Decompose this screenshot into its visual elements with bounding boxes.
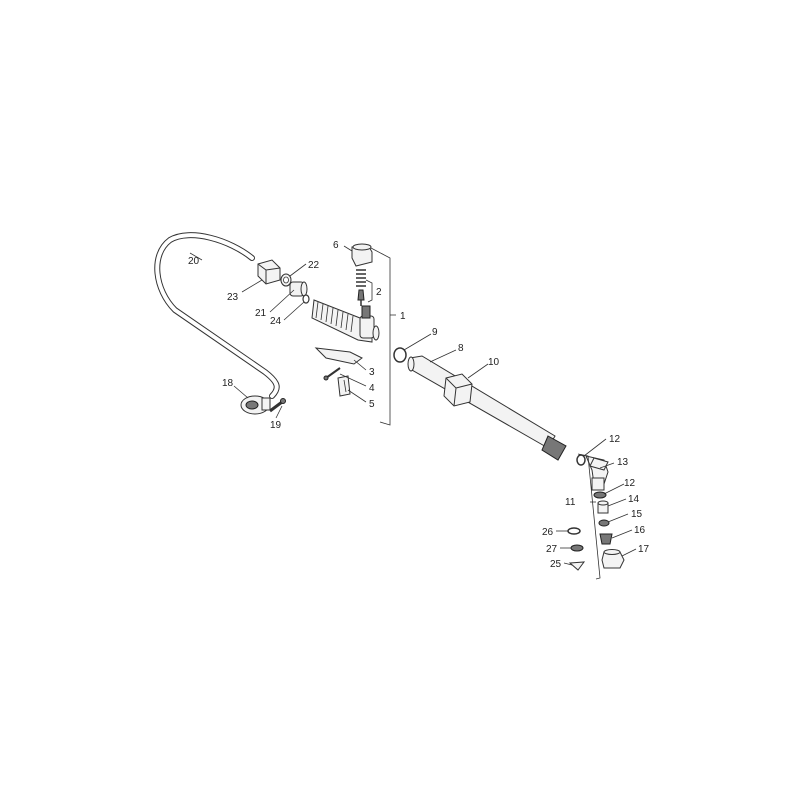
label-part-12-lower: 12 bbox=[624, 478, 636, 489]
label-part-25: 25 bbox=[550, 559, 562, 570]
label-part-5: 5 bbox=[369, 399, 375, 410]
part-3-trigger bbox=[314, 347, 363, 365]
part-labels: 6 20 22 2 23 21 1 24 9 8 10 3 18 4 5 19 … bbox=[188, 240, 650, 570]
part-2-spring bbox=[356, 269, 366, 306]
label-part-19: 19 bbox=[270, 420, 282, 431]
part-26-oring bbox=[567, 527, 581, 535]
part-20-hose bbox=[154, 232, 280, 399]
part-9-washer bbox=[393, 347, 407, 363]
label-part-20: 20 bbox=[188, 256, 200, 267]
part-21-fitting bbox=[289, 281, 308, 297]
part-22-ring bbox=[280, 273, 292, 287]
part-5-clip bbox=[337, 375, 351, 397]
part-8-lance bbox=[407, 355, 567, 461]
part-12-oring-lower bbox=[593, 491, 607, 499]
assembly-11-bracket bbox=[577, 453, 601, 580]
label-part-8: 8 bbox=[458, 343, 464, 354]
part-18-clamp bbox=[240, 395, 271, 415]
label-part-11: 11 bbox=[565, 497, 576, 508]
label-part-21: 21 bbox=[255, 308, 267, 319]
part-23-nut bbox=[257, 259, 281, 285]
label-part-27: 27 bbox=[546, 544, 558, 555]
label-part-18: 18 bbox=[222, 378, 234, 389]
leader-lines bbox=[189, 245, 637, 566]
label-part-9: 9 bbox=[432, 327, 438, 338]
label-part-15: 15 bbox=[631, 509, 643, 520]
label-part-6: 6 bbox=[333, 240, 339, 251]
part-10-nut bbox=[443, 373, 473, 407]
part-27-oring bbox=[570, 544, 584, 552]
label-part-26: 26 bbox=[542, 527, 554, 538]
label-part-3: 3 bbox=[369, 367, 375, 378]
label-part-13: 13 bbox=[617, 457, 629, 468]
trigger-handle-body bbox=[311, 299, 380, 343]
part-6-cap bbox=[351, 243, 373, 267]
label-part-4: 4 bbox=[369, 383, 375, 394]
part-24-oring bbox=[302, 294, 310, 304]
part-16-cone bbox=[599, 533, 613, 545]
label-part-16: 16 bbox=[634, 525, 646, 536]
label-part-1: 1 bbox=[400, 311, 406, 322]
part-14-tip bbox=[597, 500, 609, 514]
part-12-oring-upper bbox=[576, 454, 586, 466]
label-part-14: 14 bbox=[628, 494, 640, 505]
label-part-10: 10 bbox=[488, 357, 500, 368]
label-part-22: 22 bbox=[308, 260, 320, 271]
label-part-24: 24 bbox=[270, 316, 282, 327]
label-part-2: 2 bbox=[376, 287, 382, 298]
part-25-seal bbox=[568, 561, 586, 571]
label-part-17: 17 bbox=[638, 544, 650, 555]
label-part-12-upper: 12 bbox=[609, 434, 621, 445]
part-2-bracket bbox=[365, 279, 373, 303]
part-15-washer bbox=[598, 519, 610, 527]
label-part-23: 23 bbox=[227, 292, 239, 303]
part-19-screw bbox=[269, 398, 286, 413]
part-4-pin bbox=[323, 367, 341, 381]
part-17-nut bbox=[601, 549, 625, 569]
assembly-1-bracket bbox=[370, 247, 396, 426]
